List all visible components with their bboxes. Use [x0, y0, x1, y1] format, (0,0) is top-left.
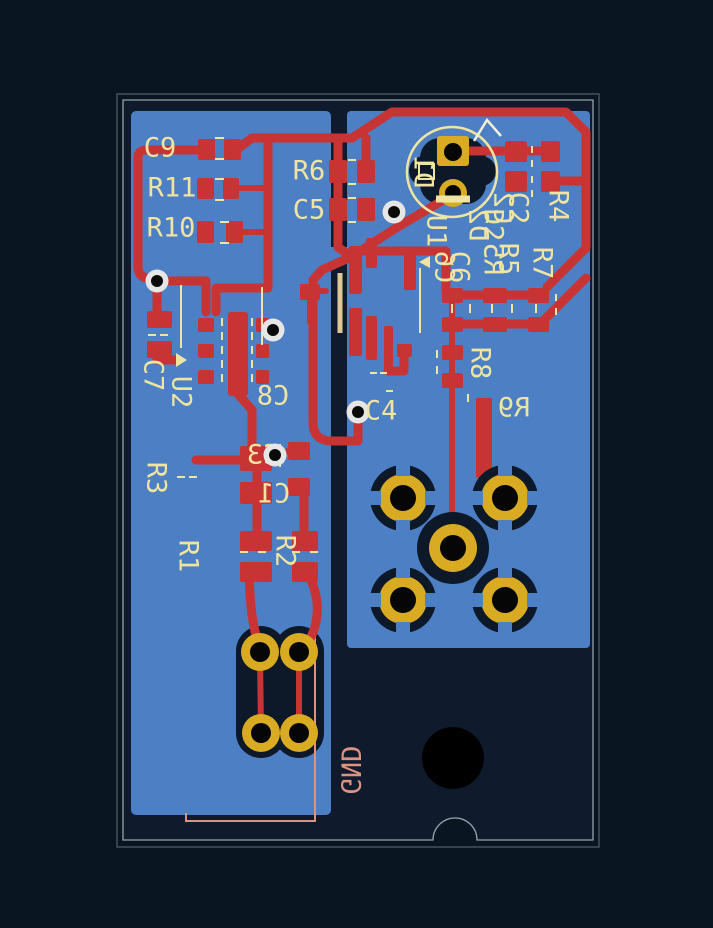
- designators-horizontal: C9 R11 R10 R6 C5 C4: [144, 133, 398, 427]
- designator-r5[interactable]: R5: [493, 243, 524, 276]
- connector-pads[interactable]: [241, 633, 318, 752]
- d1-polarity-arrow: [472, 117, 502, 142]
- d1-pin-marker: [418, 163, 435, 180]
- net-label-gnd[interactable]: GND: [335, 746, 366, 795]
- page-margin-line: [116, 93, 600, 848]
- designator-c2[interactable]: C2: [503, 192, 534, 225]
- designator-c7[interactable]: C7: [138, 359, 169, 392]
- designator-r11[interactable]: R11: [148, 173, 197, 204]
- designators-vertical: C7 U2 R3 R1 R2 U1 C6 D2 C2 R5 R4 R7 R8: [138, 190, 574, 573]
- designator-r8[interactable]: R8: [465, 347, 496, 380]
- designator-r2[interactable]: R2: [270, 535, 301, 568]
- designators-mirrored: C8 C1 R9: [257, 381, 531, 510]
- via[interactable]: [263, 443, 287, 467]
- through-hole-pads[interactable]: [367, 462, 541, 636]
- tht-pad-center[interactable]: [417, 512, 489, 584]
- tht-pad[interactable]: [367, 462, 439, 534]
- designator-c1-mirrored[interactable]: C1: [258, 479, 291, 510]
- designator-c5[interactable]: C5: [293, 195, 326, 226]
- via[interactable]: [346, 400, 370, 424]
- tht-pad[interactable]: [469, 462, 541, 534]
- designator-r3[interactable]: R3: [141, 462, 172, 495]
- designator-c2-mirrored[interactable]: C2: [488, 192, 519, 225]
- d1-silk-circle: [405, 125, 499, 219]
- via[interactable]: [261, 318, 285, 342]
- designator-r1[interactable]: R1: [173, 540, 204, 573]
- designator-u1[interactable]: U1: [421, 215, 452, 248]
- vias[interactable]: [145, 200, 406, 467]
- silkscreen-front: [148, 137, 557, 553]
- designator-c6[interactable]: C6: [444, 251, 475, 284]
- designator-r7[interactable]: R7: [527, 247, 558, 280]
- designator-r5-mirrored[interactable]: R5: [478, 243, 509, 276]
- designator-d2-mirrored[interactable]: D2: [463, 209, 494, 242]
- designator-d2[interactable]: D2: [478, 209, 509, 242]
- designator-c9[interactable]: C9: [144, 133, 177, 164]
- designator-d1-mirrored[interactable]: D1: [408, 156, 439, 189]
- via[interactable]: [145, 269, 169, 293]
- u1-pin1-arrow: [419, 256, 430, 268]
- u2-pin1-arrow: [176, 353, 187, 367]
- tht-pad[interactable]: [367, 564, 439, 636]
- designator-r10[interactable]: R10: [147, 213, 196, 244]
- designator-c6-mirrored[interactable]: C6: [429, 251, 460, 284]
- mounting-hole: [422, 727, 484, 789]
- tht-pad[interactable]: [469, 564, 541, 636]
- designator-r4[interactable]: R4: [543, 190, 574, 223]
- designator-c8-mirrored[interactable]: C8: [257, 381, 290, 412]
- designator-r9-mirrored[interactable]: R9: [498, 393, 531, 424]
- d1-package[interactable]: [405, 117, 502, 219]
- smd-pads[interactable]: [147, 139, 560, 582]
- designator-r6[interactable]: R6: [293, 156, 326, 187]
- designator-c4[interactable]: C4: [365, 396, 398, 427]
- designators-vertical-mirrored: C6 D2 C2 R5 D1 GND: [335, 156, 519, 795]
- designator-u2[interactable]: U2: [166, 376, 197, 409]
- via[interactable]: [382, 200, 406, 224]
